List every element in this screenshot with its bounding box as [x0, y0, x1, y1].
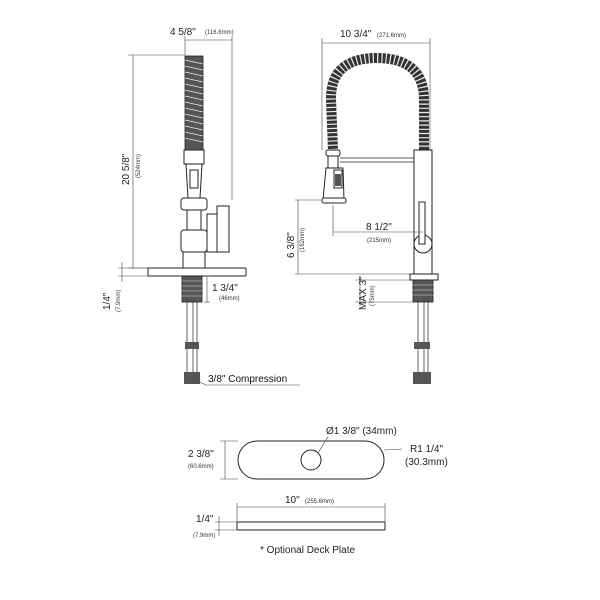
front-width-mm: (116.6mm)	[205, 30, 234, 36]
side-max-mm: (75mm)	[370, 285, 376, 306]
front-deck-mm: (7.9mm)	[116, 290, 122, 312]
optional-deck-plate-note: * Optional Deck Plate	[260, 545, 355, 556]
front-view: 4 5/8" (116.6mm) 20 5/8" (524mm)	[102, 27, 300, 386]
plate-thickness-label: 1/4"	[196, 514, 214, 525]
side-max-label: MAX 3"	[358, 276, 369, 310]
front-height-label: 20 5/8"	[121, 153, 132, 185]
plate-length-label: 10"	[285, 495, 300, 506]
front-width-label: 4 5/8"	[170, 27, 196, 38]
plate-radius-mm: (30.3mm)	[405, 457, 448, 468]
plate-depth-mm: (60.6mm)	[188, 464, 214, 470]
plate-length-mm: (255.6mm)	[305, 499, 334, 505]
side-width-label: 10 3/4"	[340, 29, 372, 40]
side-handle-height-label: 6 3/8"	[286, 232, 297, 258]
deck-plate-side-view: 10" (255.6mm) 1/4" (7.9mm) * Optional De…	[193, 495, 386, 556]
side-reach-mm: (215mm)	[367, 238, 391, 244]
side-handle-height-mm: (162mm)	[300, 228, 306, 252]
plate-thickness-mm: (7.9mm)	[193, 533, 215, 539]
front-shank-label: 1 3/4"	[212, 283, 238, 294]
side-width-mm: (271.6mm)	[377, 33, 406, 39]
compression-label: 3/8" Compression	[208, 374, 287, 385]
deck-plate-top-view: Ø1 3/8" (34mm) R1 1/4" (30.3mm) 2 3/8" (…	[188, 426, 448, 480]
front-deck-label: 1/4"	[102, 292, 113, 310]
side-view: 10 3/4" (271.6mm) 8	[286, 29, 439, 384]
plate-depth-label: 2 3/8"	[188, 449, 214, 460]
plate-hole-label: Ø1 3/8" (34mm)	[326, 426, 397, 437]
front-shank-mm: (46mm)	[219, 296, 240, 302]
front-height-mm: (524mm)	[136, 154, 142, 178]
plate-radius-label: R1 1/4"	[410, 444, 443, 455]
side-reach-label: 8 1/2"	[366, 222, 392, 233]
